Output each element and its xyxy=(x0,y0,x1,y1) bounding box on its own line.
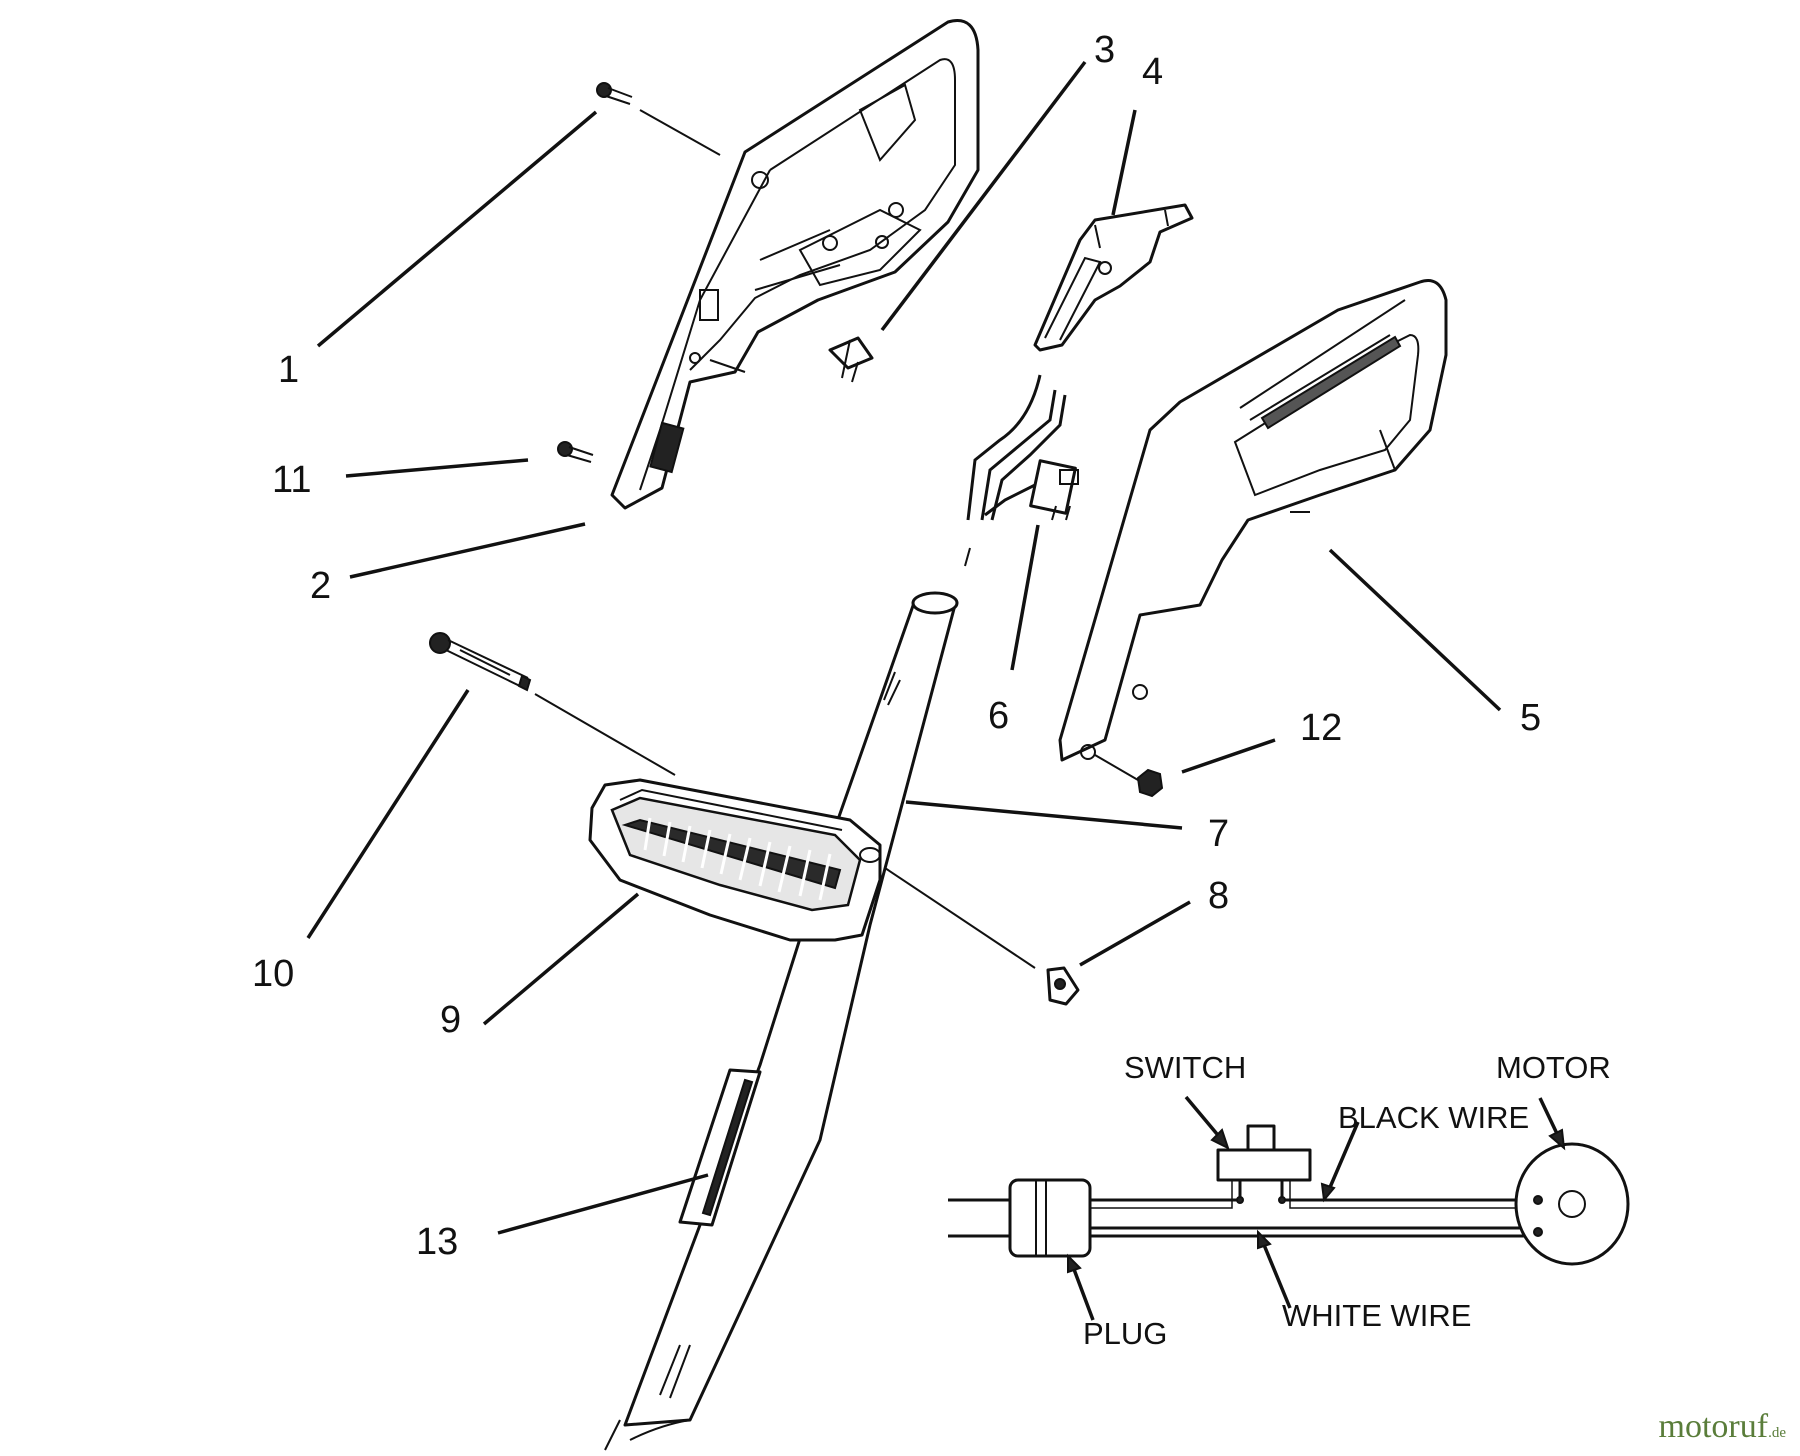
callout-8: 8 xyxy=(1208,875,1229,917)
black-wire-line-inner xyxy=(1090,1178,1538,1209)
white-wire-line xyxy=(1090,1226,1538,1238)
plug-label: PLUG xyxy=(1083,1316,1167,1351)
callout-11: 11 xyxy=(272,459,311,501)
black-wire-label: BLACK WIRE xyxy=(1338,1100,1529,1135)
white-wire-label: WHITE WIRE xyxy=(1282,1298,1471,1333)
callout-2: 2 xyxy=(310,565,331,607)
black-wire-line xyxy=(1090,1178,1538,1202)
trigger-part-4 xyxy=(1033,203,1194,352)
screw-part-1 xyxy=(596,82,721,156)
wiring-arrows xyxy=(1067,1095,1566,1321)
leader-lines xyxy=(306,60,1502,1235)
bolt-part-10 xyxy=(429,632,676,776)
callout-5: 5 xyxy=(1520,697,1541,739)
motor-symbol xyxy=(1514,1142,1630,1266)
left-handle-housing xyxy=(610,19,980,510)
callout-6: 6 xyxy=(988,695,1009,737)
label-part-13 xyxy=(678,1068,762,1227)
switch-label: SWITCH xyxy=(1124,1050,1246,1085)
callout-10: 10 xyxy=(252,953,294,995)
grip-ribs xyxy=(621,817,842,901)
screw-part-11 xyxy=(557,441,594,463)
clip-part-3 xyxy=(828,336,874,383)
callout-7: 7 xyxy=(1208,813,1229,855)
switch-part-6 xyxy=(964,374,1079,567)
switch-symbol xyxy=(1216,1124,1312,1204)
nut-part-12 xyxy=(1094,754,1164,798)
callout-12: 12 xyxy=(1300,707,1342,749)
callout-labels: 1 2 3 4 5 6 7 8 9 10 11 12 13 xyxy=(252,29,1541,1263)
wiring-schematic: SWITCH MOTOR BLACK WIRE WHITE WIRE PLUG xyxy=(948,1050,1630,1351)
watermark-suffix: .de xyxy=(1768,1425,1786,1441)
plug-symbol xyxy=(948,1178,1092,1258)
callout-4: 4 xyxy=(1142,51,1163,93)
watermark-logo: motoruf.de xyxy=(1659,1408,1786,1446)
watermark-brand: motoruf xyxy=(1658,1408,1769,1445)
front-handle-part-9 xyxy=(588,778,882,942)
shaft-part-7 xyxy=(604,591,959,1451)
callout-9: 9 xyxy=(440,999,461,1041)
right-handle-half xyxy=(1058,279,1448,762)
clip-part-8 xyxy=(884,867,1080,1006)
callout-13: 13 xyxy=(416,1221,458,1263)
callout-1: 1 xyxy=(278,349,299,391)
motor-label: MOTOR xyxy=(1496,1050,1611,1085)
callout-3: 3 xyxy=(1094,29,1115,71)
